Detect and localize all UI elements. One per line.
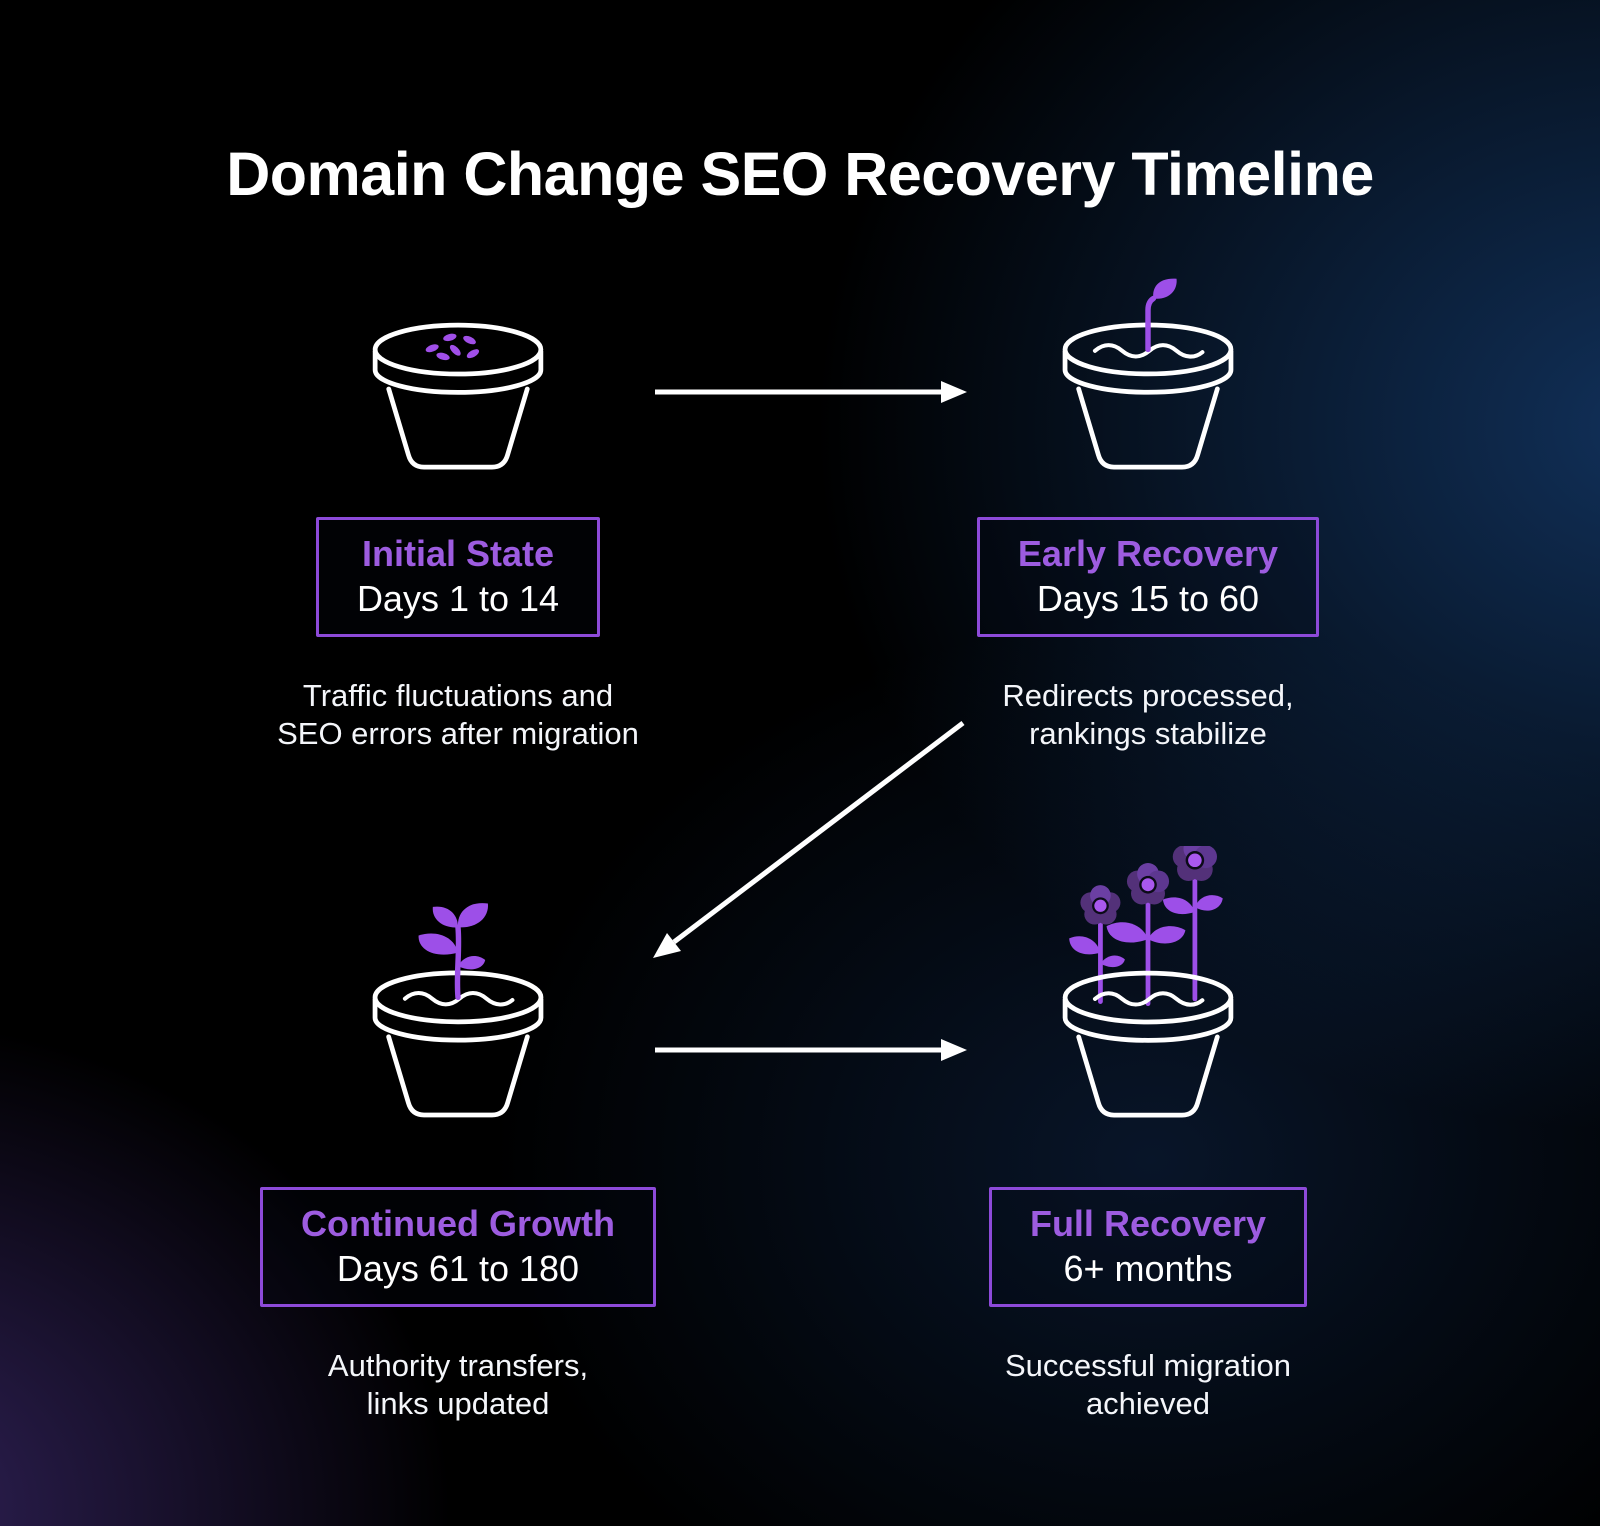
stage-label-box: Early Recovery Days 15 to 60 [976, 517, 1320, 637]
stage-heading: Initial State [361, 533, 555, 574]
stage-continued-growth: Continued Growth Days 61 to 180 Authorit… [228, 883, 688, 1423]
stage-description-line2: rankings stabilize [1029, 716, 1267, 751]
stage-description-line2: achieved [1085, 1386, 1211, 1421]
stage-label-box: Initial State Days 1 to 14 [315, 517, 601, 637]
arrow-diagonal-down-left-icon [653, 721, 965, 958]
flower-pot-icon [1046, 846, 1250, 1128]
stage-heading: Continued Growth [301, 1203, 615, 1244]
stage-description-line1: Authority transfers, [327, 1348, 589, 1383]
stage-description-line2: SEO errors after migration [277, 716, 639, 751]
infographic-title: Domain Change SEO Recovery Timeline [226, 139, 1374, 208]
stage-range: Days 1 to 14 [356, 578, 560, 619]
stage-full-recovery: Full Recovery 6+ months Successful migra… [918, 846, 1378, 1423]
stage-description-line1: Traffic fluctuations and [302, 678, 614, 713]
stage-description-line1: Successful migration [1004, 1348, 1291, 1383]
stage-label-box: Full Recovery 6+ months [988, 1187, 1308, 1307]
stage-heading: Full Recovery [1029, 1203, 1267, 1244]
stage-early-recovery: Early Recovery Days 15 to 60 Redirects p… [918, 276, 1378, 753]
stage-description: Redirects processed,rankings stabilize [1002, 677, 1293, 753]
stage-range: Days 61 to 180 [336, 1248, 580, 1289]
seedling-pot-icon [356, 883, 560, 1128]
stage-initial-state: Initial State Days 1 to 14 Traffic fluct… [228, 317, 688, 753]
stage-range: Days 15 to 60 [1036, 578, 1260, 619]
stage-description-line2: links updated [366, 1386, 550, 1421]
stage-range: 6+ months [1063, 1248, 1233, 1289]
stage-description-line1: Redirects processed, [1002, 678, 1294, 713]
stage-description: Authority transfers,links updated [328, 1347, 588, 1423]
sprout-pot-icon [1046, 276, 1250, 480]
stage-heading: Early Recovery [1017, 533, 1279, 574]
stage-label-box: Continued Growth Days 61 to 180 [260, 1187, 656, 1307]
seed-pot-icon [356, 317, 560, 480]
